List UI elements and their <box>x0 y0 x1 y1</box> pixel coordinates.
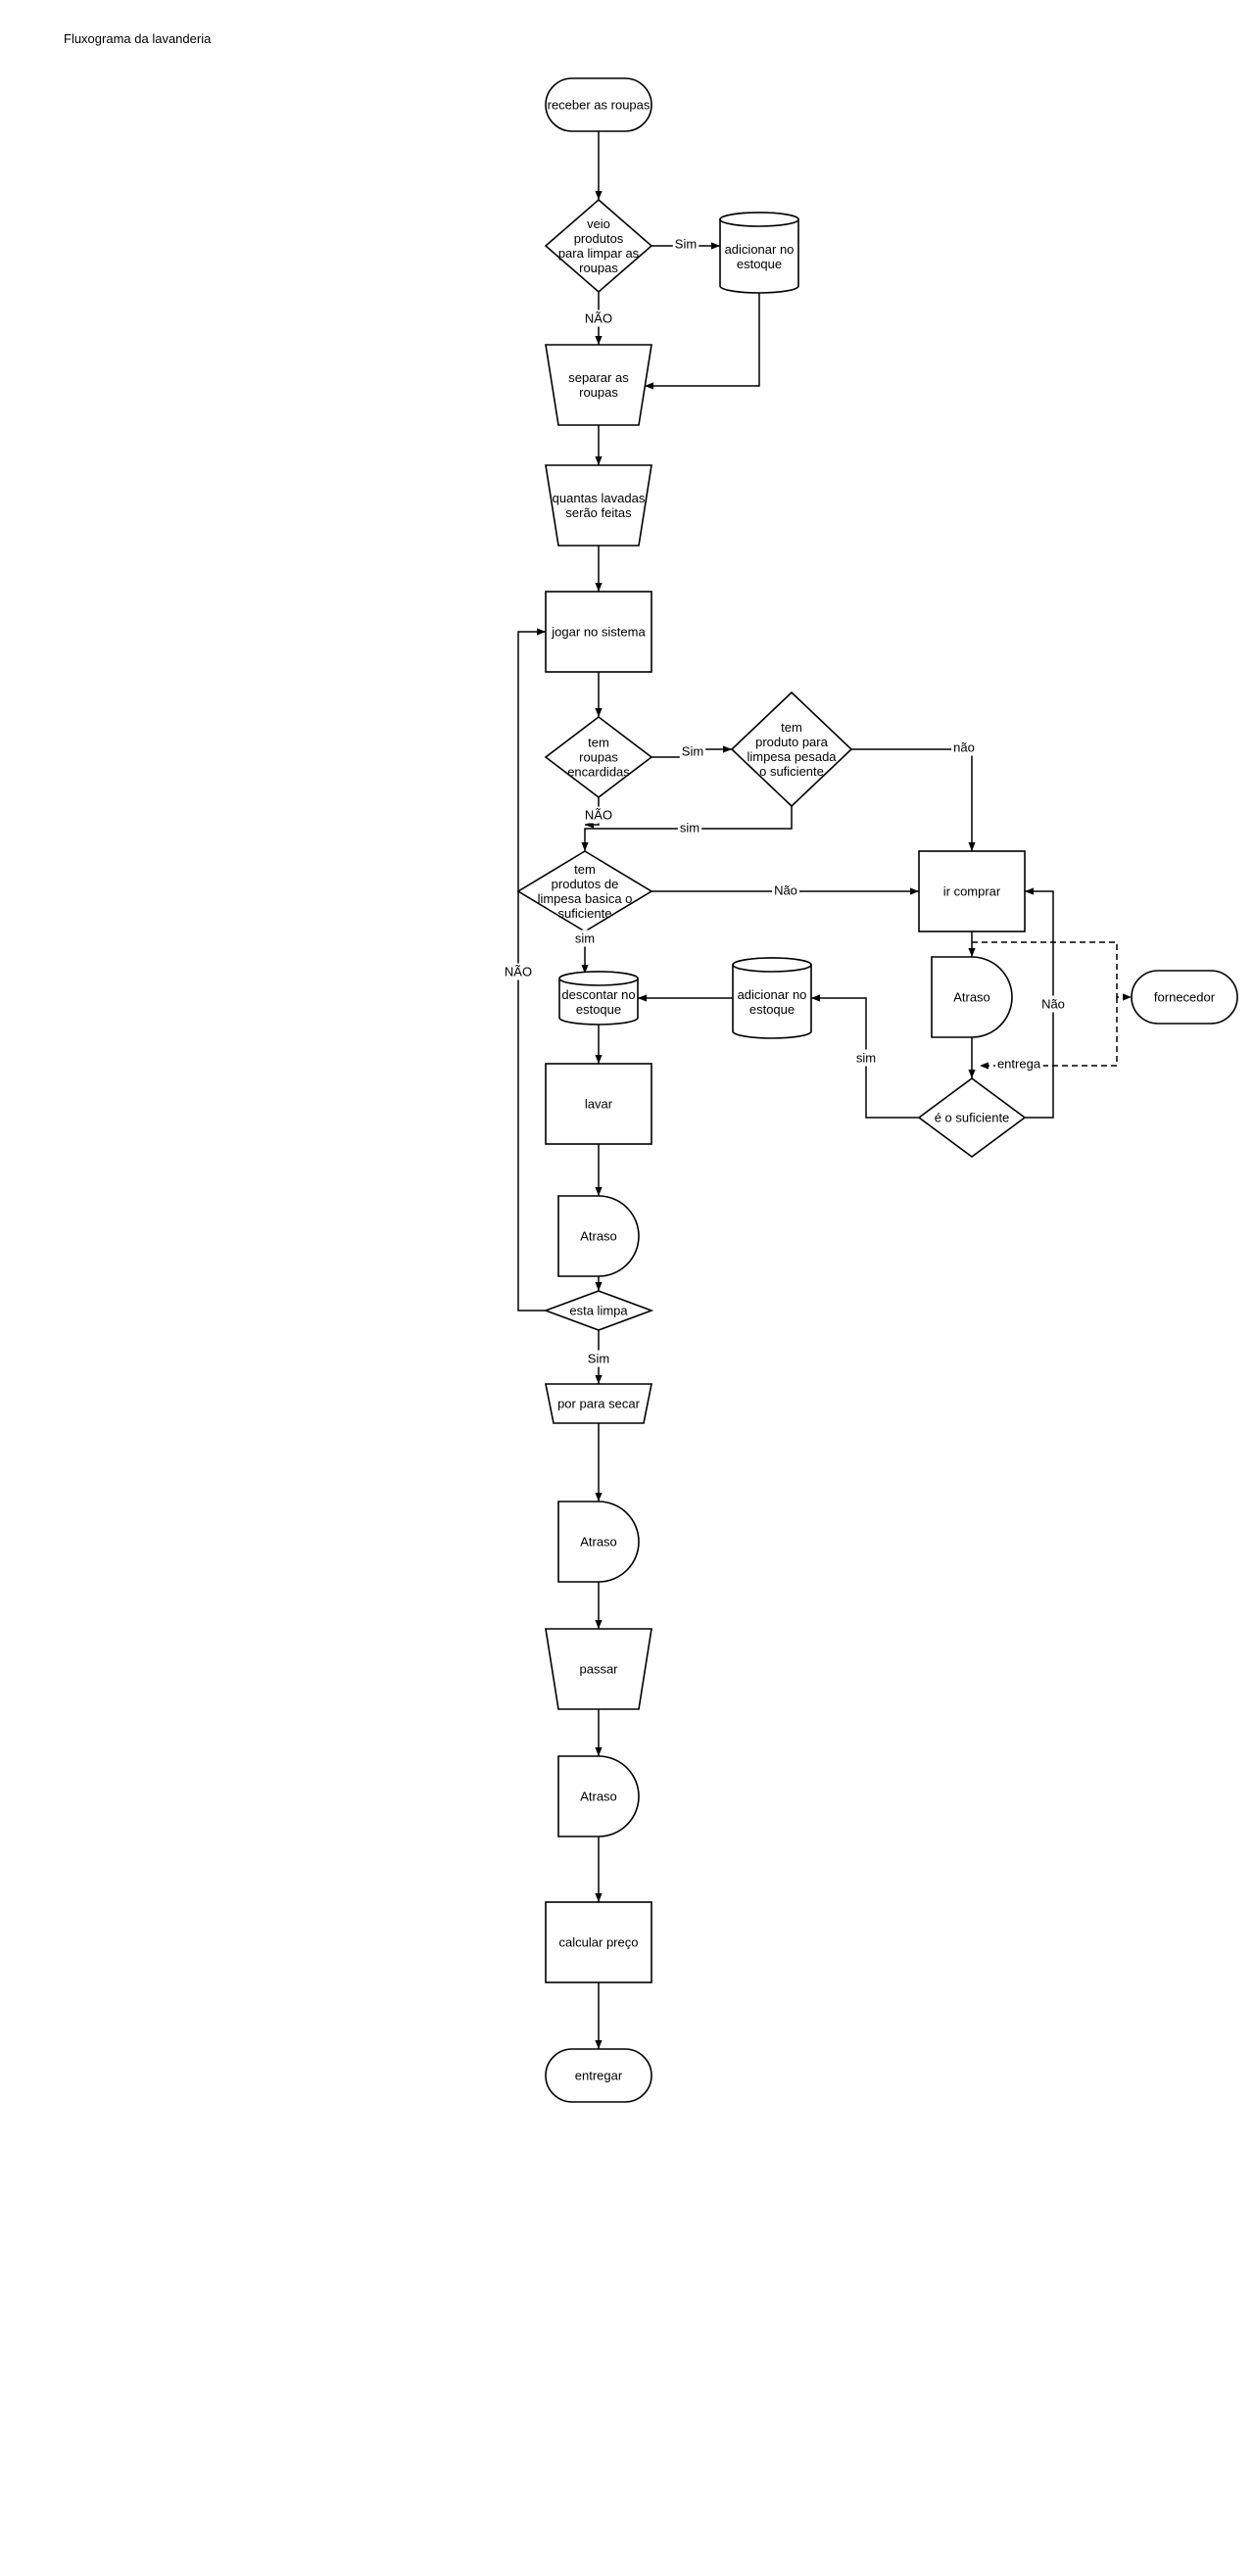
edge-label-background <box>994 1055 1043 1073</box>
flow-node-process: jogar no sistema <box>545 591 652 673</box>
node-label: entregar <box>575 2069 623 2083</box>
edge-label-background <box>951 739 977 756</box>
edge-label-background <box>679 742 706 760</box>
flow-edge-n3-to-n4 <box>645 293 760 390</box>
flow-node-delay: Atraso <box>557 1755 640 1837</box>
node-label: por para secar <box>557 1397 640 1411</box>
node-label: lavar <box>585 1097 613 1112</box>
flow-node-delay: Atraso <box>557 1195 640 1277</box>
edge-label-background <box>677 819 702 836</box>
page-title: Fluxograma da lavanderia <box>64 31 212 46</box>
node-label: é o suficiente <box>935 1111 1010 1125</box>
edge-label-background <box>502 963 535 980</box>
flow-node-process: ir comprar <box>918 850 1026 932</box>
edge-label-text: Não <box>774 883 797 898</box>
edge-label-text: Não <box>1041 997 1065 1012</box>
flow-node-terminal: fornecedor <box>1131 970 1238 1025</box>
edge-label-text: Sim <box>675 237 697 252</box>
flow-node-decision: esta limpa <box>543 1290 654 1331</box>
edge-label-background <box>585 1350 612 1367</box>
edge-label: não <box>951 739 977 756</box>
edge-label: sim <box>853 1049 879 1067</box>
edge-label-text: Sim <box>682 744 703 759</box>
node-label: ir comprar <box>943 884 1001 899</box>
edge-label: Não <box>1039 995 1067 1013</box>
edge-label: NÃO <box>502 963 535 980</box>
edge-label-background <box>853 1049 879 1067</box>
flow-edge-n10-to-n12 <box>972 941 1132 1001</box>
edge-label: entrega <box>994 1055 1043 1073</box>
edge-label: NÃO <box>582 806 615 824</box>
edge-label-background <box>582 310 615 327</box>
edge-label: Sim <box>672 235 699 253</box>
flow-node-terminal: receber as roupas <box>545 77 652 132</box>
edge-label-text: Sim <box>588 1352 609 1366</box>
edge-label-text: sim <box>856 1051 876 1066</box>
edge-label: Sim <box>679 742 706 760</box>
edge-label: Não <box>772 882 799 899</box>
edge-label-text: NÃO <box>585 311 612 326</box>
node-label: Atraso <box>580 1789 617 1804</box>
edge-label-text: sim <box>575 931 595 946</box>
node-label: Atraso <box>580 1229 617 1244</box>
edge-label-background <box>582 806 615 824</box>
edge-label-background <box>772 882 799 899</box>
edge-label-background <box>672 235 699 253</box>
flow-edge-n8-to-n10 <box>851 748 976 851</box>
flow-node-process: calcular preço <box>545 1901 652 1983</box>
edge-label: sim <box>572 930 598 947</box>
node-label: passar <box>579 1662 618 1677</box>
flow-edge-n7-to-n9 <box>585 797 600 829</box>
node-label: Atraso <box>953 990 990 1005</box>
edge-label-text: não <box>953 740 975 755</box>
flow-node-decision: é o suficiente <box>917 1077 1027 1158</box>
flow-node-process: lavar <box>545 1063 652 1145</box>
edge-label-text: entrega <box>997 1057 1041 1072</box>
flow-node-terminal: entregar <box>545 2048 652 2103</box>
node-label: receber as roupas <box>548 98 651 113</box>
flow-node-delay: Atraso <box>557 1501 640 1583</box>
node-label: calcular preço <box>559 1935 639 1950</box>
edge-label: Sim <box>585 1350 612 1367</box>
edge-label: sim <box>677 819 702 836</box>
edge-label-background <box>572 930 598 947</box>
node-label: esta limpa <box>569 1304 628 1318</box>
edge-label: NÃO <box>582 310 615 327</box>
flow-node-manual-op: passar <box>545 1628 652 1710</box>
node-label: Atraso <box>580 1535 617 1550</box>
edge-label-text: NÃO <box>585 808 612 823</box>
node-label: fornecedor <box>1154 990 1216 1005</box>
flow-node-manual-op: por para secar <box>545 1383 652 1424</box>
edge-label-text: NÃO <box>505 965 532 979</box>
edge-label-background <box>1039 995 1067 1013</box>
flow-node-delay: Atraso <box>931 956 1013 1038</box>
node-label: jogar no sistema <box>551 625 646 640</box>
edge-label-text: sim <box>680 821 699 835</box>
